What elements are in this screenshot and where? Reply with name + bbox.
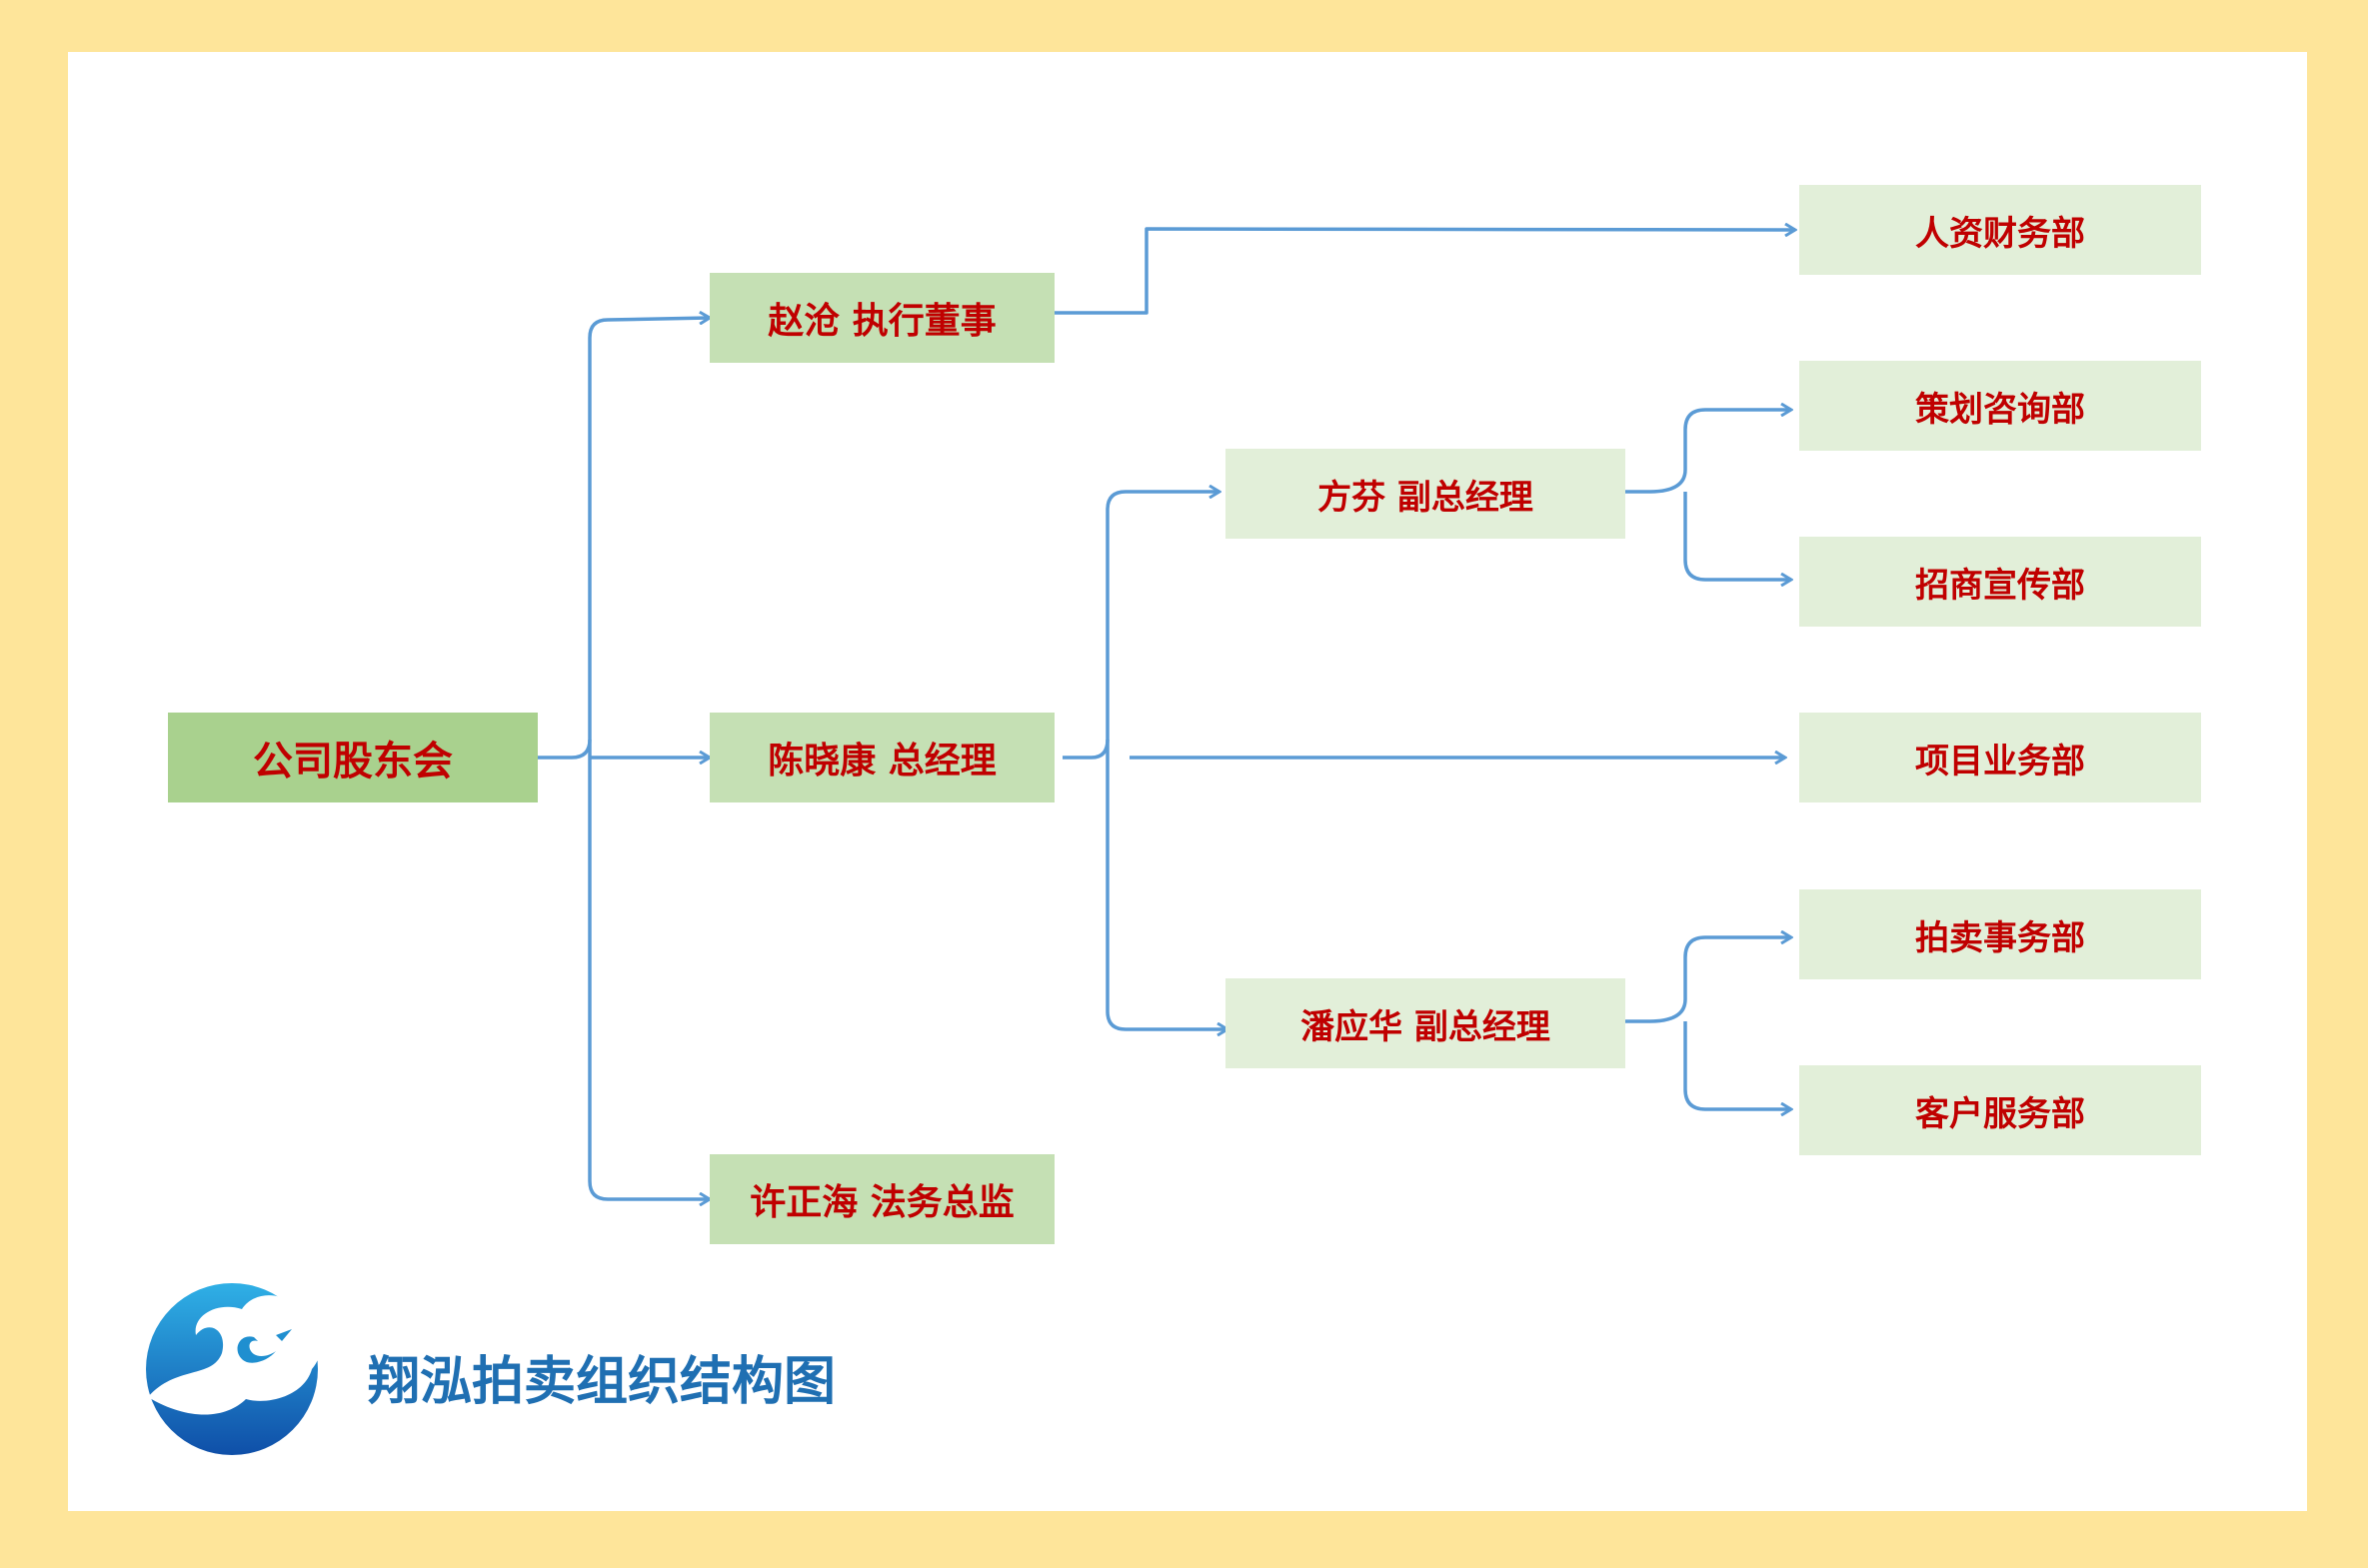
dept-auction-affairs: 拍卖事务部	[1799, 889, 2201, 979]
shareholders-meeting-node: 公司股东会	[168, 713, 538, 802]
deputy2-brace	[1617, 937, 1791, 1023]
deputy1-brace	[1617, 410, 1791, 494]
dept-project-business: 项目业务部	[1799, 713, 2201, 802]
dept-hr-finance: 人资财务部	[1799, 185, 2201, 275]
exec-to-hr-line	[1053, 229, 1795, 315]
exec-director-node: 赵沧 执行董事	[710, 273, 1055, 363]
gm-brace	[1063, 492, 1219, 760]
chart-title: 翔泓拍卖组织结构图	[368, 1351, 837, 1412]
general-manager-node: 陈晓康 总经理	[710, 713, 1055, 802]
root-brace	[537, 318, 710, 760]
legal-director-node: 许正海 法务总监	[710, 1154, 1055, 1244]
dept-customer-service: 客户服务部	[1799, 1065, 2201, 1155]
dept-planning-consulting: 策划咨询部	[1799, 361, 2201, 451]
deputy-gm-fang-node: 方芬 副总经理	[1225, 449, 1625, 539]
cloud-bird-logo-icon	[146, 1283, 321, 1455]
deputy-gm-pan-node: 潘应华 副总经理	[1225, 978, 1625, 1068]
dept-investment-promotion: 招商宣传部	[1799, 537, 2201, 627]
